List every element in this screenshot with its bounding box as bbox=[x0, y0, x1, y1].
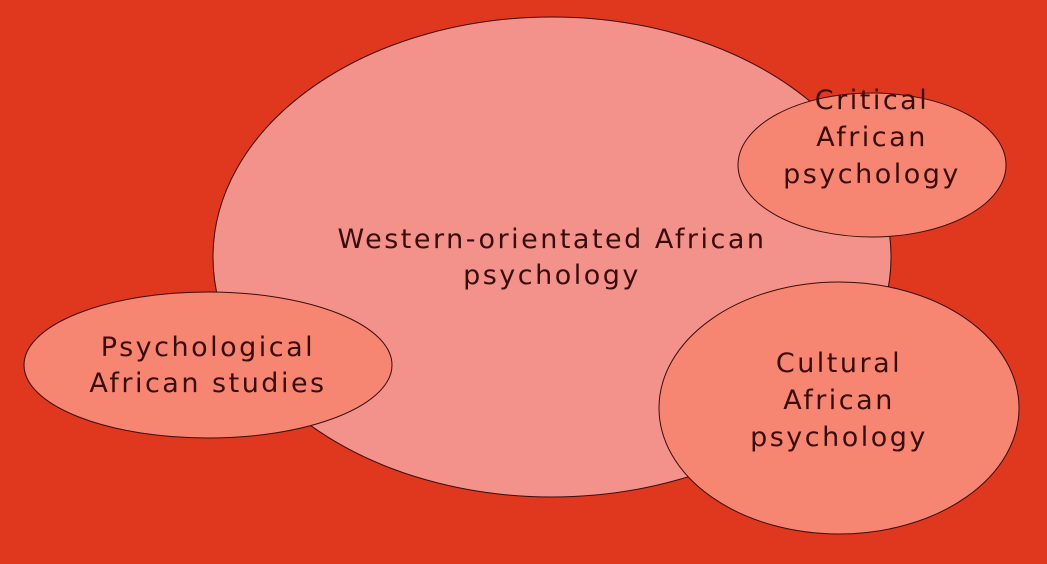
node-main-line-1: Western-orientated African bbox=[338, 224, 767, 255]
node-critical: Critical African psychology bbox=[737, 85, 1007, 238]
node-cultural-line-2: African bbox=[783, 385, 895, 416]
node-psychological-line-2: African studies bbox=[89, 368, 326, 399]
node-psychological: Psychological African studies bbox=[23, 291, 393, 439]
node-cultural-line-3: psychology bbox=[750, 422, 928, 453]
node-critical-line-2: African bbox=[816, 122, 928, 153]
node-critical-line-1: Critical bbox=[815, 85, 929, 116]
node-psychological-line-1: Psychological bbox=[101, 332, 315, 363]
node-main-line-2: psychology bbox=[463, 260, 641, 291]
node-cultural-line-1: Cultural bbox=[776, 348, 902, 379]
node-critical-line-3: psychology bbox=[783, 159, 961, 190]
node-cultural: Cultural African psychology bbox=[658, 281, 1020, 535]
